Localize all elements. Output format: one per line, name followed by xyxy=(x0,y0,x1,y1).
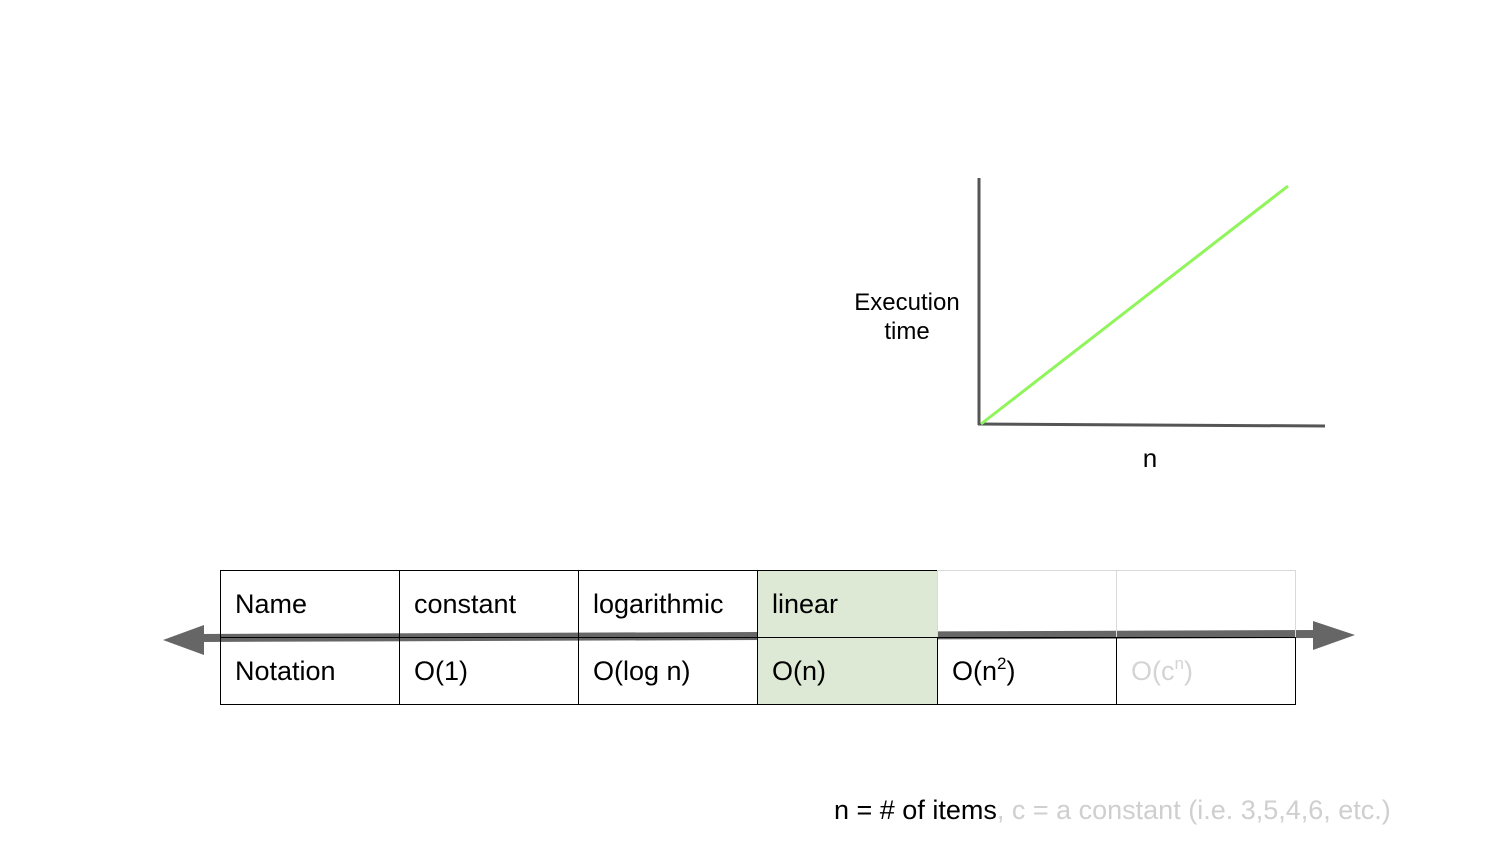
footnote-main: n = # of items xyxy=(834,795,997,825)
arrow-head-right xyxy=(1313,621,1355,650)
row-header-notation: Notation xyxy=(220,637,400,705)
cell-text: linear xyxy=(772,588,839,619)
arrow-head-left xyxy=(163,625,204,655)
cell-name-exponential xyxy=(1116,570,1296,638)
series-line-0 xyxy=(980,184,1289,426)
cell-text: Name xyxy=(235,588,308,619)
notation-quadratic-text: O(n2) xyxy=(952,655,1016,686)
cell-notation-constant: O(1) xyxy=(399,637,579,705)
cell-notation-exponential: O(cn) xyxy=(1116,637,1296,705)
notation-base: O(n xyxy=(952,655,998,686)
cell-name-linear: linear xyxy=(757,570,938,638)
row-header-name: Name xyxy=(220,570,400,638)
cell-text: O(n) xyxy=(772,655,826,686)
complexity-table: Name constant logarithmic linear Notatio… xyxy=(220,570,1296,705)
cell-notation-logarithmic: O(log n) xyxy=(578,637,758,705)
x-axis xyxy=(977,422,1326,428)
x-axis-label: n xyxy=(1142,443,1158,473)
notation-exponential-text: O(cn) xyxy=(1131,655,1193,686)
cell-text: O(1) xyxy=(414,655,468,686)
cell-name-constant: constant xyxy=(399,570,579,638)
notation-base: O(c xyxy=(1131,655,1175,686)
cell-name-quadratic xyxy=(937,570,1117,638)
footnote: n = # of items, c = a constant (i.e. 3,5… xyxy=(834,795,1391,826)
cell-text: Notation xyxy=(235,655,336,686)
notation-tail: ) xyxy=(1006,655,1016,686)
cell-text: logarithmic xyxy=(593,588,724,619)
cell-notation-linear: O(n) xyxy=(757,637,938,705)
cell-notation-quadratic: O(n2) xyxy=(937,637,1117,705)
cell-name-logarithmic: logarithmic xyxy=(578,570,758,638)
cell-text: O(log n) xyxy=(593,655,691,686)
footnote-faded: , c = a constant (i.e. 3,5,4,6, etc.) xyxy=(996,795,1391,825)
notation-tail: ) xyxy=(1183,655,1193,686)
notation-exponent: 2 xyxy=(997,653,1007,673)
notation-exponent: n xyxy=(1174,653,1184,673)
cell-text: constant xyxy=(414,588,517,619)
y-axis-label: Execution time xyxy=(854,289,960,345)
